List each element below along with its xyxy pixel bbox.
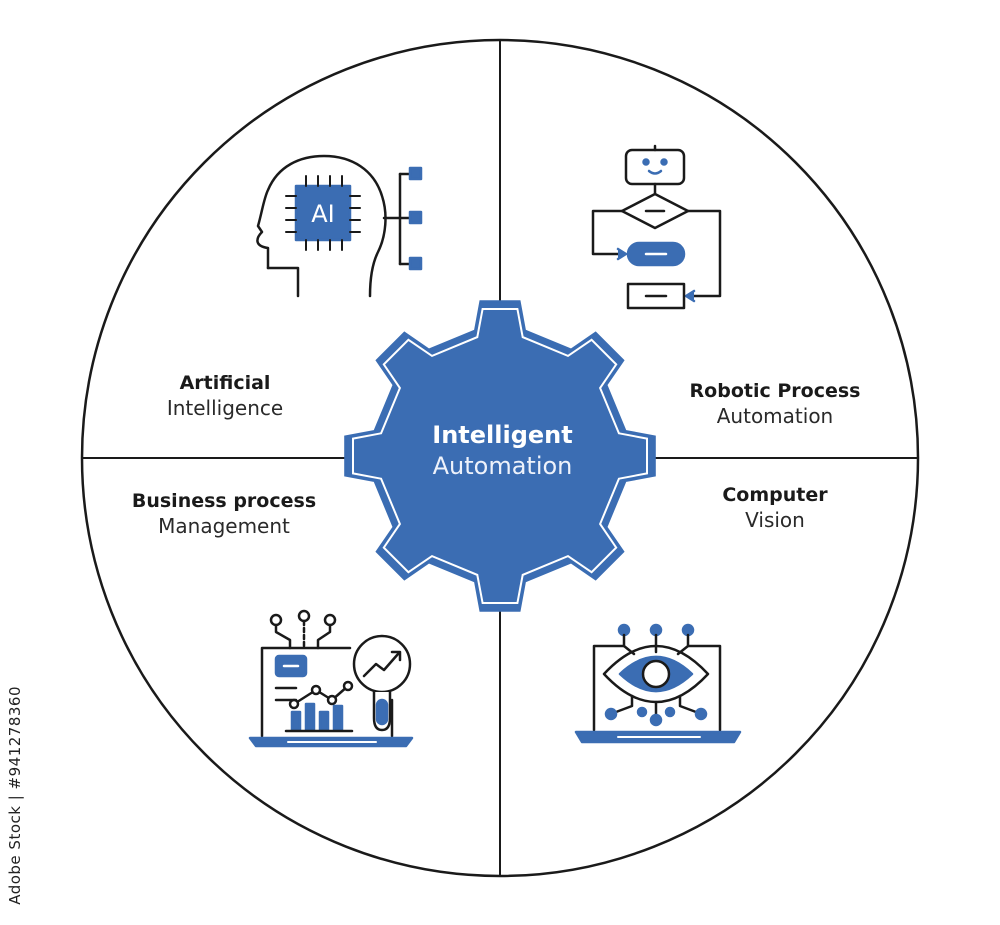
quadrant-label-cv: Computer Vision (680, 484, 870, 533)
quadrant-label-rpa: Robotic Process Automation (660, 380, 890, 429)
analytics-laptop-icon (248, 609, 414, 748)
center-title-sub: Automation (432, 452, 573, 481)
ai-title: Artificial (179, 372, 271, 394)
bpm-title: Business process (131, 490, 317, 512)
center-gear (344, 300, 656, 612)
ai-subtitle: Intelligence (166, 395, 284, 420)
ai-head-chip-icon (256, 154, 423, 298)
center-title: Intelligent Automation (380, 420, 625, 482)
eye-laptop-icon (574, 623, 742, 744)
quadrant-label-ai: Artificial Intelligence (120, 372, 330, 421)
rpa-subtitle: Automation (716, 403, 834, 428)
robot-flowchart-icon (591, 144, 722, 310)
bpm-subtitle: Management (158, 513, 290, 538)
ai-chip-text: AI (311, 200, 335, 228)
stock-watermark: Adobe Stock | #941278360 (6, 686, 24, 905)
quadrant-label-bpm: Business process Management (108, 490, 340, 539)
rpa-title: Robotic Process (689, 380, 861, 402)
cv-title: Computer (722, 484, 828, 506)
cv-subtitle: Vision (745, 507, 805, 532)
center-title-main: Intelligent (432, 421, 573, 449)
